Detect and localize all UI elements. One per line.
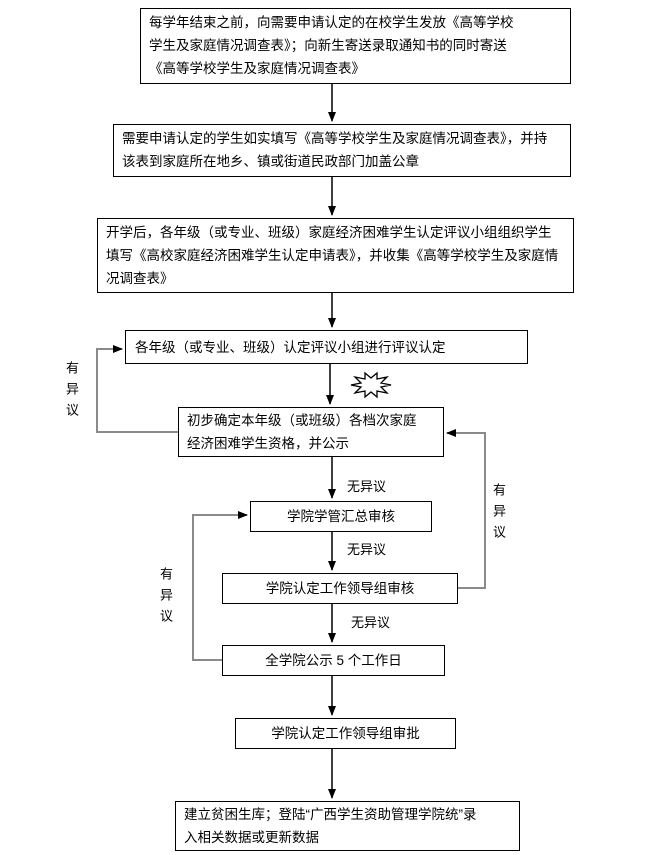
feedback-step7-to-step5 (446, 429, 486, 589)
flow-step-leading-group-approval: 学院认定工作领导组审批 (235, 718, 456, 749)
flow-step-summary-review: 学院学管汇总审核 (250, 501, 432, 532)
feedback-step5-to-step4 (96, 345, 178, 433)
flow-step-issue-survey-forms: 每学年结束之前，向需要申请认定的在校学生发放《高等学校 学生及家庭情况调查表》；… (140, 8, 571, 84)
flow-step-preliminary-determination: 初步确定本年级（或班级）各档次家庭 经济困难学生资格，并公示 (178, 407, 444, 457)
flow-step-student-fill-form: 需要申请认定的学生如实填写《高等学校学生及家庭情况调查表》，并持 该表到家庭所在… (113, 124, 571, 177)
feedback-step8-to-step6 (192, 511, 248, 661)
edge-label-objection-left-inner: 有异议 (158, 567, 173, 630)
flow-step-leading-group-review: 学院认定工作领导组审核 (222, 573, 458, 604)
edge-label-objection-right: 有异议 (491, 483, 506, 546)
flow-step-group-collect-forms: 开学后，各年级（或专业、班级）家庭经济困难学生认定评议小组组织学生 填写《高校家… (97, 218, 574, 293)
flow-step-build-database: 建立贫困生库；登陆“广西学生资助管理学院统”录 入相关数据或更新数据 (175, 801, 520, 851)
flow-step-review-group-evaluation: 各年级（或专业、班级）认定评议小组进行评议认定 (125, 330, 528, 364)
edge-label-no-objection-1: 无异议 (347, 479, 387, 494)
burst-icon (350, 371, 392, 399)
flow-step-college-publicity: 全学院公示 5 个工作日 (222, 645, 445, 676)
edge-label-no-objection-2: 无异议 (347, 542, 387, 557)
edge-label-no-objection-3: 无异议 (351, 615, 391, 630)
edge-label-objection-left-outer: 有异议 (64, 361, 79, 424)
